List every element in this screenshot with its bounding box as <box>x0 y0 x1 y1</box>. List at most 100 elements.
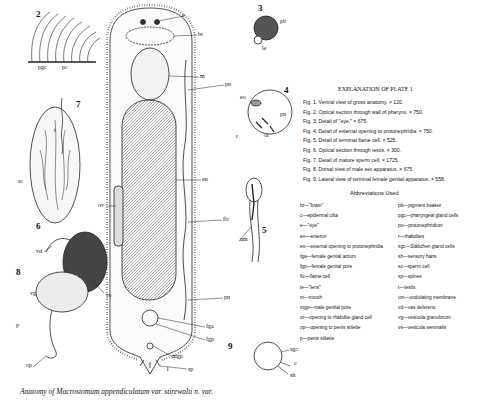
epidermal-cilia <box>107 5 195 360</box>
callout-label: 8 <box>16 268 21 277</box>
abbreviation-entry: sp—spines <box>398 275 422 280</box>
figure-explanation: Fig. 7. Detail of mature sperm cell. × 1… <box>303 158 399 163</box>
ovary <box>114 186 123 246</box>
callout-label: 5 <box>262 226 267 235</box>
abbreviation-entry: fga—female genital atrium <box>300 255 356 260</box>
callout-label: vs <box>106 292 111 298</box>
callout-label: pb <box>280 18 286 24</box>
abbreviations-heading: Abbreviations Used <box>350 191 399 197</box>
callout-label: m <box>200 73 205 79</box>
pharynx <box>131 48 169 100</box>
callout-label: pc <box>62 64 68 70</box>
abbreviation-entry: vd—vas deferens <box>398 306 435 311</box>
abbreviation-entry: um—undulating membrane <box>398 296 456 301</box>
callout-label: 7 <box>76 100 81 109</box>
callout-label: eo <box>240 94 246 100</box>
enteron <box>122 100 176 300</box>
eye-spot <box>141 20 146 25</box>
callout-label: or <box>264 132 269 138</box>
spines <box>140 360 160 368</box>
abbreviation-entry: vg—vesicula granulorum <box>398 316 451 321</box>
abbreviation-entry: sh—sensory hairs <box>398 255 436 260</box>
figure-explanation: Fig. 1. Ventral view of gross anatomy. ×… <box>303 100 403 105</box>
callout-label: pn <box>280 111 286 117</box>
undulating-membrane <box>252 184 254 220</box>
vesicula-granulorum <box>36 272 88 312</box>
eye-spot <box>155 20 160 25</box>
abbreviation-entry: pgc—pharyngeal gland cells <box>398 214 458 219</box>
figure-explanation: Fig. 2. Optical section through wall of … <box>303 110 423 115</box>
callout-label: c <box>294 360 297 366</box>
abbreviation-entry: p—penis stilette <box>300 337 334 342</box>
callout-label: sgc <box>290 346 298 352</box>
callout-label: mgp <box>172 353 183 359</box>
callout-label: sc <box>18 178 23 184</box>
abbreviation-entry: pn—protonephridium <box>398 224 443 229</box>
figure-explanation: Fig. 8. Dorsal view of male sex apparatu… <box>303 167 414 172</box>
callout-label: pn <box>225 81 231 87</box>
callout-label: sp <box>188 366 193 372</box>
vas-deferens <box>46 239 70 253</box>
abbreviation-entry: eo—external opening to protonephridia <box>300 245 383 250</box>
callout-label: um <box>240 236 248 242</box>
abbreviation-entry: e—"eye" <box>300 224 319 229</box>
callout-label: t <box>54 127 56 133</box>
figure-explanation: Fig. 9. Lateral view of terminal female … <box>303 177 445 182</box>
callout-label: fgp <box>206 336 214 342</box>
callout-label: fga <box>206 323 214 329</box>
abbreviation-entry: pb—pigment beaker <box>398 204 441 209</box>
sperm-cell <box>61 98 62 154</box>
callout-label: r <box>236 133 238 139</box>
external-opening <box>251 100 261 106</box>
abbreviation-entry: flc—flame cell <box>300 275 330 280</box>
callout-label: pgc <box>38 64 47 70</box>
callout-label: 2 <box>36 10 41 19</box>
callout-label: 4 <box>284 86 289 95</box>
female-apparatus-detail <box>254 342 282 370</box>
abbreviation-entry: mgp—male genital pore <box>300 306 351 311</box>
callout-label: ov <box>98 202 104 208</box>
abbreviation-entry: m—mouth <box>300 296 322 301</box>
pharynx-cilia <box>28 12 100 62</box>
callout-label: p <box>16 322 19 328</box>
testis <box>30 107 80 223</box>
abbreviation-entry: c—epidermal cilia <box>300 214 338 219</box>
abbreviation-entry: le—"lens" <box>300 286 321 291</box>
sperm-bundle <box>40 120 70 210</box>
male-pore <box>147 343 153 349</box>
callout-label: e <box>182 12 185 18</box>
callout-label: en <box>202 176 208 182</box>
abbreviation-entry: en—enteron <box>300 235 326 240</box>
abbreviation-entry: sc—sperm cell <box>398 265 429 270</box>
callout-label: vg <box>30 290 36 296</box>
plate-caption: Anatomy of Macrostomum appendiculatum va… <box>20 388 213 396</box>
abbreviation-entry: vs—vesicula seminalis <box>398 326 446 331</box>
lens <box>254 36 262 44</box>
abbreviation-entry: fgp—female genital pore <box>300 265 352 270</box>
female-atrium <box>142 310 158 326</box>
flame-tubule <box>250 200 260 262</box>
abbreviation-entry: sgc—Stäbchen gland cells <box>398 245 455 250</box>
sensory-hairs <box>278 362 290 374</box>
callout-label: op <box>26 362 32 368</box>
callout-label: flc <box>223 216 229 222</box>
plate-title: EXPLANATION OF PLATE 1 <box>338 86 413 92</box>
figure-explanation: Fig. 5. Detail of terminal flame cell. ×… <box>303 138 397 143</box>
leader-line <box>33 16 289 369</box>
protonephridium <box>183 60 186 320</box>
brain <box>126 27 174 45</box>
callout-label: 3 <box>258 4 263 13</box>
callout-label: 1 <box>166 366 169 372</box>
figure-explanation: Fig. 3. Detail of "eye." × 675. <box>303 119 368 124</box>
callout-label: sh <box>290 372 295 378</box>
abbreviation-entry: t—testis <box>398 286 415 291</box>
abbreviation-entry: r—rhabdites <box>398 235 424 240</box>
callout-label: 6 <box>36 222 41 231</box>
figure-explanation: Fig. 6. Optical section through testis. … <box>303 148 401 153</box>
callout-label: vd <box>36 248 42 254</box>
excretory-opening-detail <box>248 90 292 134</box>
callout-label: br <box>198 31 203 37</box>
abbreviation-entry: op—opening to penis stilette <box>300 326 361 331</box>
